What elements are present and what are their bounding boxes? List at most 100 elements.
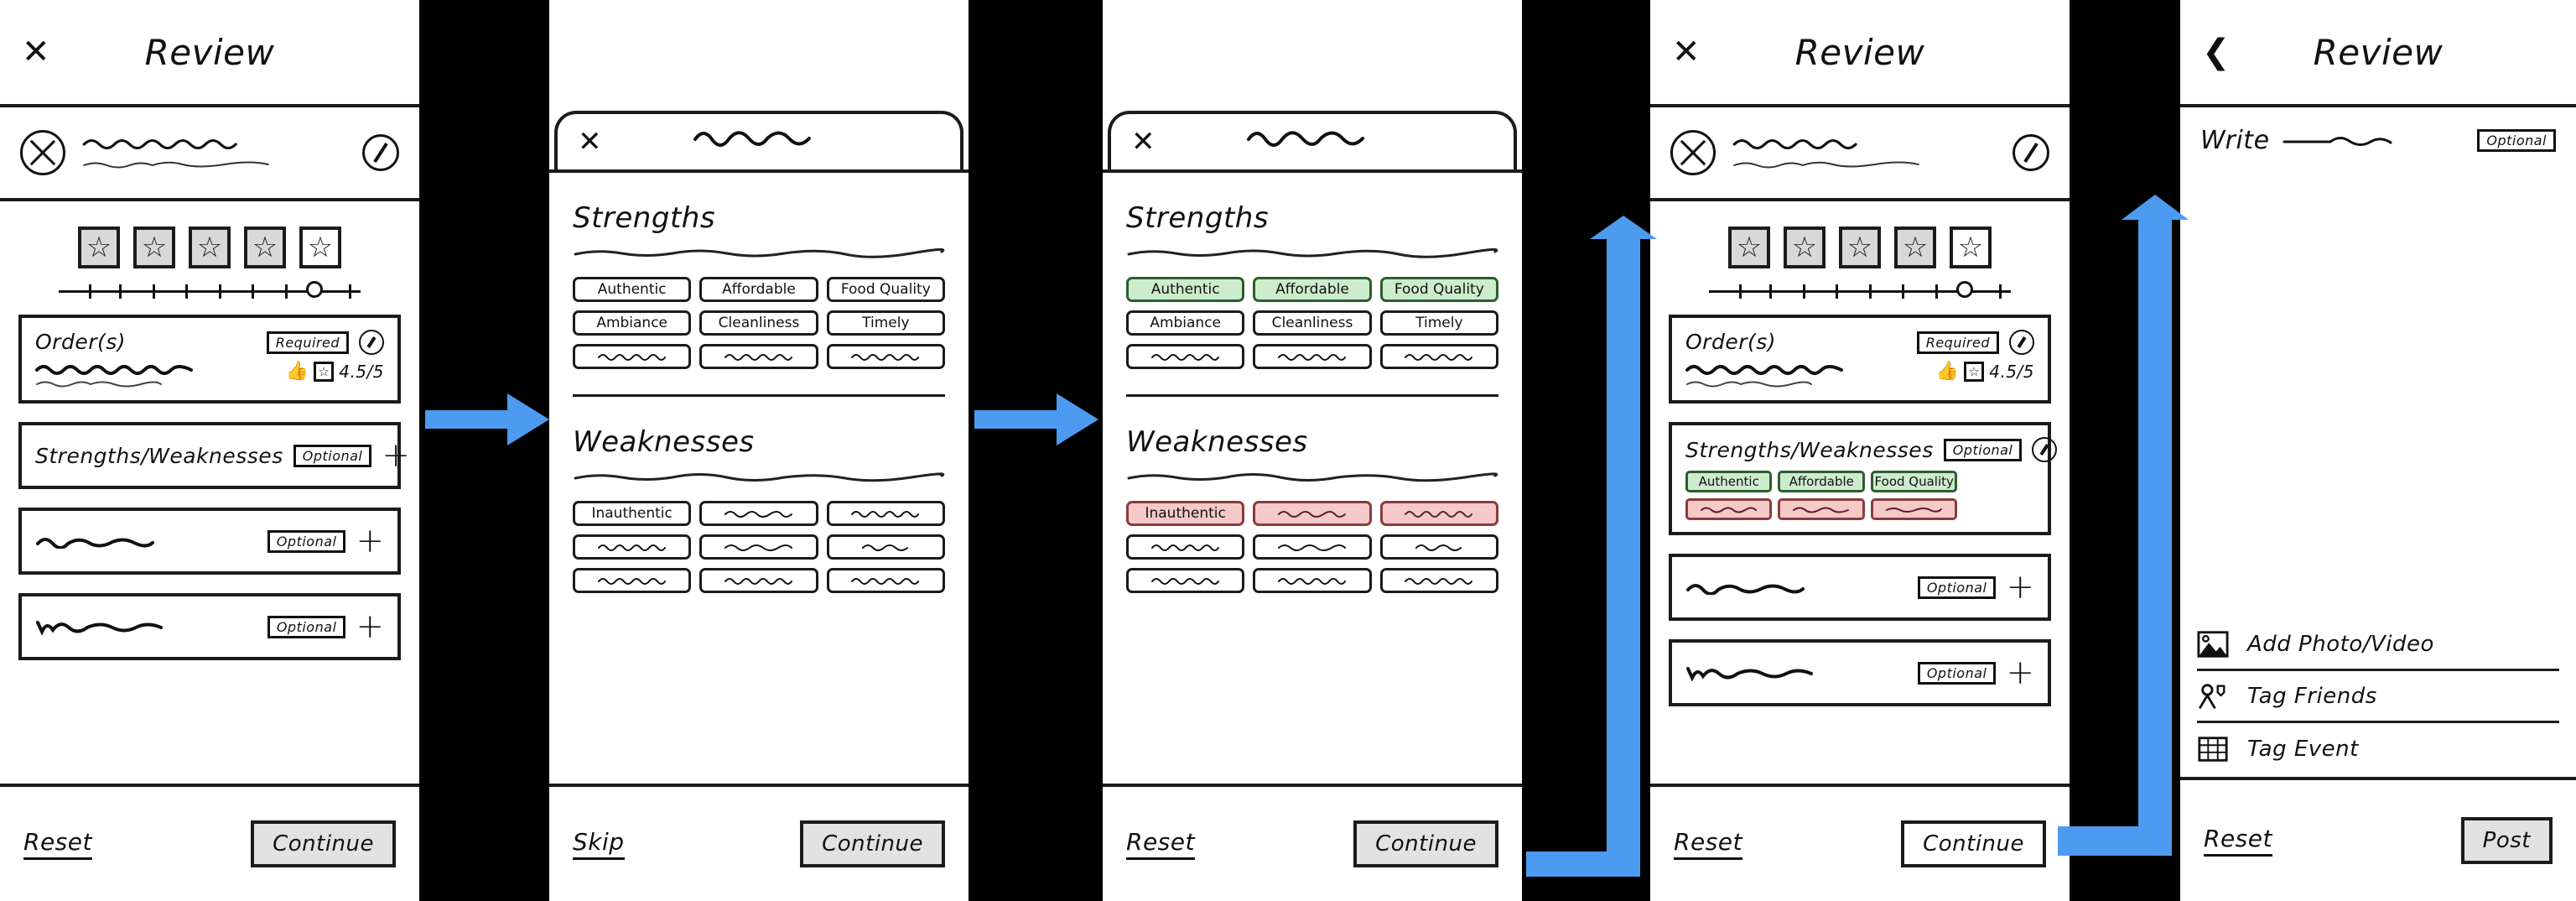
continue-button[interactable]: Continue	[800, 820, 945, 867]
chip-weakness-7[interactable]	[1253, 568, 1372, 593]
strength-chip-grid[interactable]: Authentic Affordable Food Quality Ambian…	[1126, 277, 1498, 369]
edit-icon[interactable]	[2012, 134, 2049, 171]
star-4[interactable]: ☆	[1894, 227, 1936, 268]
card-orders[interactable]: Order(s) Required	[1669, 315, 2051, 404]
chip-strength-7[interactable]	[699, 344, 818, 369]
slider-knob[interactable]	[306, 281, 324, 298]
edit-icon[interactable]	[359, 330, 384, 355]
chevron-left-icon[interactable]: ❮	[2202, 33, 2231, 71]
continue-button[interactable]: Continue	[251, 820, 396, 867]
add-photo-video-button[interactable]: Add Photo/Video	[2197, 619, 2559, 671]
chip-strength-1[interactable]: Affordable	[1253, 277, 1372, 302]
chip-weakness-1[interactable]	[1778, 498, 1865, 520]
chip-strength-0[interactable]: Authentic	[1126, 277, 1245, 302]
chip-strength-0[interactable]: Authentic	[573, 277, 692, 302]
chip-weakness-5[interactable]	[826, 534, 945, 560]
close-icon[interactable]: ✕	[22, 33, 50, 71]
reset-button[interactable]: Reset	[1126, 828, 1195, 860]
tag-event-button[interactable]: Tag Event	[2197, 723, 2559, 775]
chip-strength-3[interactable]: Ambiance	[1126, 310, 1245, 336]
chip-weakness-0[interactable]: Inauthentic	[1126, 501, 1245, 526]
chip-weakness-4[interactable]	[1253, 534, 1372, 560]
edit-icon[interactable]	[2009, 330, 2034, 355]
chip-weakness-0[interactable]	[1685, 498, 1773, 520]
plus-icon[interactable]: +	[356, 607, 384, 646]
star-rating[interactable]: ☆ ☆ ☆ ☆ ☆	[1650, 201, 2070, 268]
star-rating[interactable]: ☆ ☆ ☆ ☆ ☆	[0, 201, 419, 268]
post-button[interactable]: Post	[2460, 817, 2553, 864]
chip-weakness-3[interactable]	[1126, 534, 1245, 560]
chip-weakness-2[interactable]	[826, 501, 945, 526]
chip-weakness-8[interactable]	[1379, 568, 1498, 593]
close-icon[interactable]: ✕	[578, 125, 602, 159]
star-2[interactable]: ☆	[1784, 227, 1826, 268]
chip-weakness-2[interactable]	[1379, 501, 1498, 526]
star-1[interactable]: ☆	[1728, 227, 1770, 268]
chip-weakness-6[interactable]	[573, 568, 692, 593]
reset-button[interactable]: Reset	[23, 828, 92, 860]
plus-icon[interactable]: +	[382, 436, 410, 475]
chip-strength-4[interactable]: Cleanliness	[699, 310, 818, 336]
star-5[interactable]: ☆	[299, 227, 341, 268]
chip-strength-8[interactable]	[826, 344, 945, 369]
star-5[interactable]: ☆	[1950, 227, 1992, 268]
slider-track[interactable]	[59, 281, 361, 299]
chip-weakness-8[interactable]	[826, 568, 945, 593]
business-row[interactable]	[1650, 107, 2070, 201]
plus-icon[interactable]: +	[2006, 568, 2034, 607]
plus-icon[interactable]: +	[2006, 654, 2034, 692]
edit-icon[interactable]	[2032, 437, 2058, 462]
chip-weakness-6[interactable]	[1126, 568, 1245, 593]
weakness-chip-grid[interactable]: Inauthentic	[1126, 501, 1498, 593]
business-row[interactable]	[0, 107, 419, 201]
card-strengths-weaknesses[interactable]: Strengths/Weaknesses Optional +	[18, 422, 410, 489]
star-2[interactable]: ☆	[133, 227, 175, 268]
write-review-field[interactable]: Write Optional	[2180, 107, 2576, 155]
star-4[interactable]: ☆	[244, 227, 286, 268]
plus-icon[interactable]: +	[356, 522, 384, 560]
skip-button[interactable]: Skip	[573, 828, 625, 860]
slider-track[interactable]	[1709, 281, 2011, 299]
weakness-chip-grid[interactable]: Inauthentic	[573, 501, 945, 593]
card-generic-3[interactable]: Optional +	[18, 508, 401, 575]
chip-strength-1[interactable]: Affordable	[1778, 471, 1865, 492]
rating-slider[interactable]	[0, 268, 419, 299]
chip-strength-2[interactable]: Food Quality	[1870, 471, 1958, 492]
chip-strength-2[interactable]: Food Quality	[1379, 277, 1498, 302]
chip-strength-3[interactable]: Ambiance	[573, 310, 692, 336]
chip-weakness-4[interactable]	[699, 534, 818, 560]
chip-weakness-3[interactable]	[573, 534, 692, 560]
chip-strength-8[interactable]	[1379, 344, 1498, 369]
chip-strength-1[interactable]: Affordable	[699, 277, 818, 302]
chip-strength-4[interactable]: Cleanliness	[1253, 310, 1372, 336]
chip-strength-0[interactable]: Authentic	[1685, 471, 1773, 492]
card-generic-3[interactable]: Optional +	[1669, 554, 2051, 621]
chip-weakness-5[interactable]	[1379, 534, 1498, 560]
chip-weakness-0[interactable]: Inauthentic	[573, 501, 692, 526]
card-orders[interactable]: Order(s) Required	[18, 315, 401, 404]
chip-strength-6[interactable]	[1126, 344, 1245, 369]
close-icon[interactable]: ✕	[1131, 125, 1156, 159]
chip-strength-5[interactable]: Timely	[826, 310, 945, 336]
rating-slider[interactable]	[1650, 268, 2070, 299]
chip-weakness-2[interactable]	[1870, 498, 1958, 520]
star-3[interactable]: ☆	[1839, 227, 1881, 268]
chip-strength-5[interactable]: Timely	[1379, 310, 1498, 336]
close-icon[interactable]: ✕	[1672, 33, 1701, 71]
star-3[interactable]: ☆	[189, 227, 231, 268]
slider-knob[interactable]	[1956, 281, 1974, 298]
card-generic-4[interactable]: Optional +	[18, 593, 401, 660]
chip-strength-7[interactable]	[1253, 344, 1372, 369]
reset-button[interactable]: Reset	[1674, 828, 1742, 860]
continue-button[interactable]: Continue	[1353, 820, 1498, 867]
chip-strength-2[interactable]: Food Quality	[826, 277, 945, 302]
chip-strength-6[interactable]	[573, 344, 692, 369]
strength-chip-grid[interactable]: Authentic Affordable Food Quality Ambian…	[573, 277, 945, 369]
reset-button[interactable]: Reset	[2204, 825, 2272, 857]
edit-icon[interactable]	[362, 134, 399, 171]
star-1[interactable]: ☆	[78, 227, 120, 268]
continue-button[interactable]: Continue	[1901, 820, 2046, 867]
card-generic-4[interactable]: Optional +	[1669, 639, 2051, 706]
chip-weakness-1[interactable]	[699, 501, 818, 526]
card-strengths-weaknesses[interactable]: Strengths/Weaknesses Optional Authentic …	[1669, 422, 2058, 535]
